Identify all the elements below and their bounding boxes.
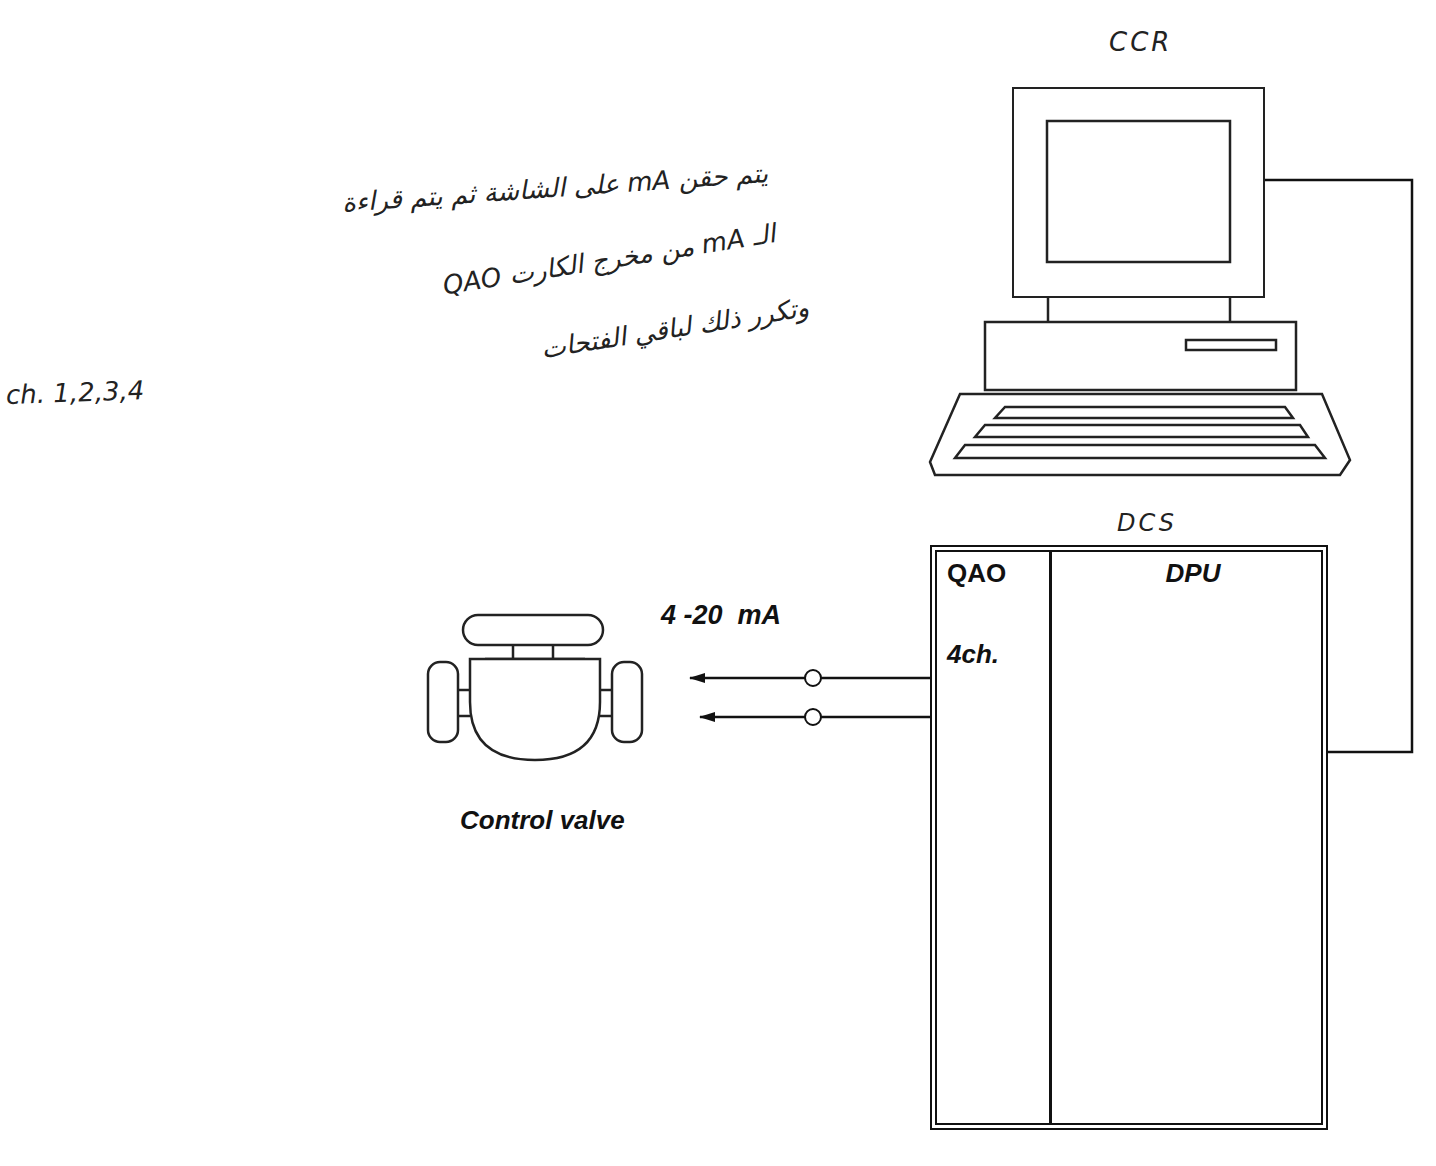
handwritten-note: يتم حقن mA على الشاشة ثم يتم قراءة <box>341 158 769 218</box>
control-valve: Control valve <box>425 612 690 844</box>
handwritten-note: الـ mA من مخرج الكارت QAO <box>441 218 778 300</box>
valve-symbol <box>425 612 690 802</box>
card-name: QAO <box>947 558 1049 589</box>
device-name: Control valve <box>460 805 625 836</box>
dcs-cabinet: DCSQAO4ch.DPU <box>930 545 1328 1130</box>
monitor-screen <box>1014 89 1263 296</box>
dpu-panel: DPU <box>1045 552 1341 1123</box>
node-heading: CCR <box>1109 27 1172 57</box>
keyboard-keys <box>955 445 1325 458</box>
channel-count: 4ch. <box>947 639 1049 670</box>
monitor-stand <box>1047 298 1050 322</box>
keyboard-keys <box>995 407 1293 418</box>
drive-slot <box>1186 340 1276 350</box>
signal-range: 4 -20 mA <box>658 600 784 631</box>
terminal-circle <box>805 709 821 725</box>
unit-name: DPU <box>1045 558 1341 589</box>
keyboard <box>930 394 1350 475</box>
monitor-stand <box>1229 298 1232 322</box>
computer-base <box>985 322 1296 390</box>
computer-monitor: CCR <box>1012 87 1265 298</box>
qao-card: QAO 4ch. <box>937 552 1052 1123</box>
handwritten-note: وتكرر ذلك لباقي الفتحات <box>539 292 811 364</box>
channel-note: ch. 1,2,3,4 <box>5 375 144 410</box>
node-heading: DCS <box>1117 509 1177 537</box>
terminal-circle <box>805 670 821 686</box>
keyboard-keys <box>975 425 1308 437</box>
